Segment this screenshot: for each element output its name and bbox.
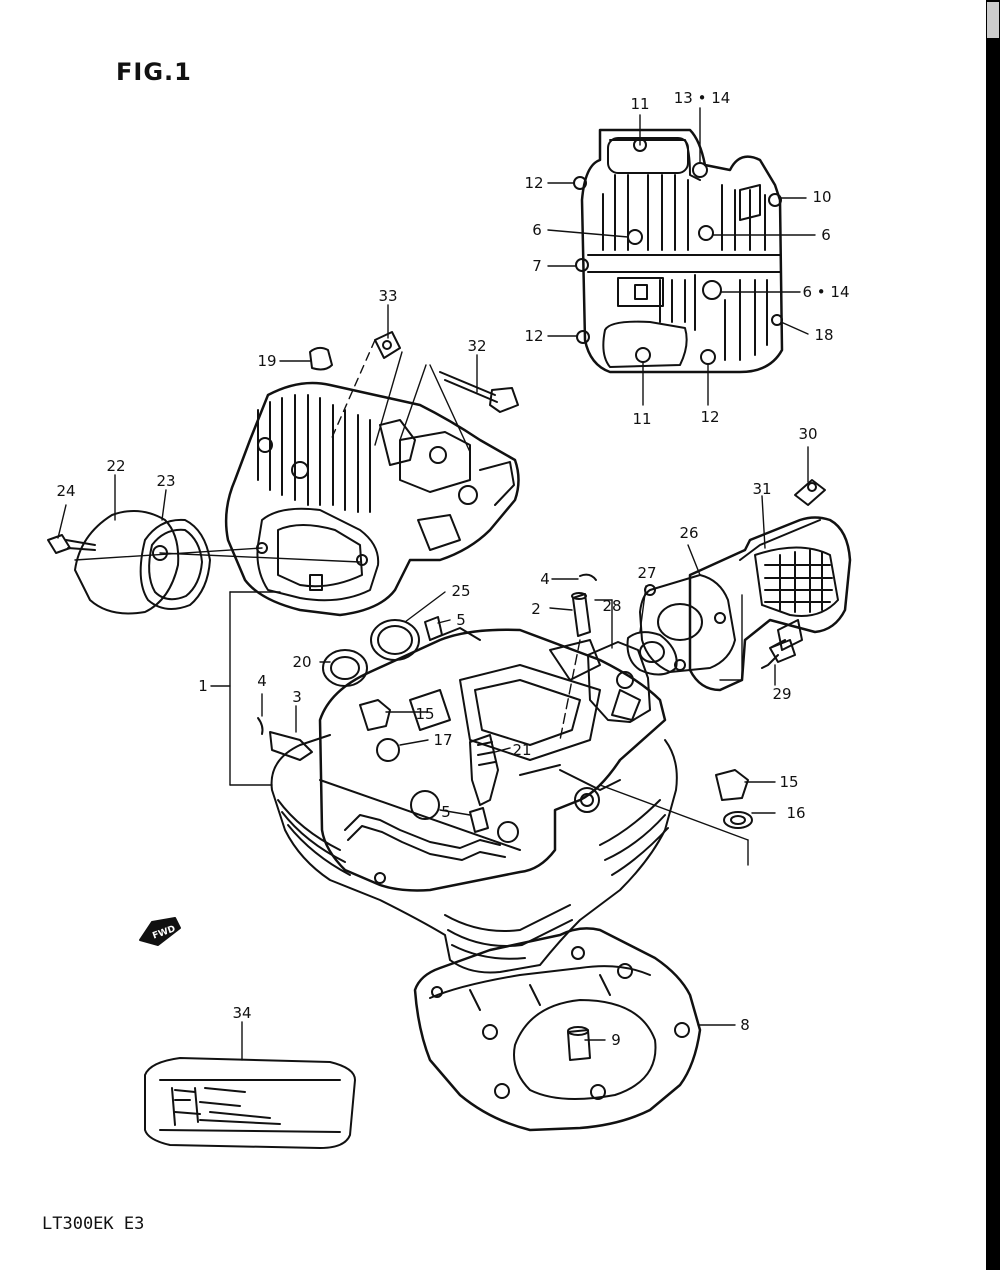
callout-13-14: 13 • 14	[673, 89, 731, 107]
small-parts	[47, 331, 753, 1149]
callout-19: 19	[257, 352, 277, 370]
callout-32: 32	[467, 337, 487, 355]
callout-6: 6	[532, 221, 542, 239]
callout-5: 5	[456, 611, 466, 629]
callout-16: 16	[786, 804, 806, 822]
callout-8: 8	[740, 1016, 750, 1034]
callout-31: 31	[752, 480, 772, 498]
cylinder-head-lower-part	[270, 627, 678, 974]
callout-9: 9	[611, 1031, 621, 1049]
head-cover-part	[573, 128, 784, 374]
callout-4: 4	[540, 570, 550, 588]
cylinder-gasket-part	[413, 927, 702, 1132]
callout-21: 21	[512, 741, 532, 759]
scan-edge-bar	[986, 0, 1000, 1270]
callout-26: 26	[679, 524, 699, 542]
callout-28: 28	[602, 597, 622, 615]
callout-27: 27	[637, 564, 657, 582]
figure-title: FIG.1	[116, 58, 192, 86]
callout-33: 33	[378, 287, 398, 305]
callout-12: 12	[524, 327, 544, 345]
callout-2: 2	[531, 600, 541, 618]
callout-6: 6	[821, 226, 831, 244]
callout-4: 4	[257, 672, 267, 690]
callout-30: 30	[798, 425, 818, 443]
callout-22: 22	[106, 457, 126, 475]
cylinder-head-part	[224, 381, 520, 617]
callout-23: 23	[156, 472, 176, 490]
callout-34: 34	[232, 1004, 252, 1022]
callout-10: 10	[812, 188, 832, 206]
callout-12: 12	[700, 408, 720, 426]
callout-1: 1	[198, 677, 208, 695]
callout-11: 11	[632, 410, 652, 428]
scan-edge-tag	[987, 2, 999, 38]
callout-29: 29	[772, 685, 792, 703]
head-cover-leaders	[547, 107, 816, 406]
intake-pipe-part	[587, 479, 852, 723]
callout-11: 11	[630, 95, 650, 113]
callout-24: 24	[56, 482, 76, 500]
callout-25: 25	[451, 582, 471, 600]
callout-6-14: 6 • 14	[802, 283, 850, 301]
callout-20: 20	[292, 653, 312, 671]
callout-3: 3	[292, 688, 302, 706]
callout-5: 5	[441, 803, 451, 821]
callout-18: 18	[814, 326, 834, 344]
forward-arrow-icon	[139, 917, 181, 946]
callout-15: 15	[779, 773, 799, 791]
leader-lines	[57, 304, 809, 1061]
callout-17: 17	[433, 731, 453, 749]
callout-12: 12	[524, 174, 544, 192]
callout-7: 7	[532, 257, 542, 275]
model-code: LT300EK E3	[42, 1214, 145, 1234]
callout-15: 15	[415, 705, 435, 723]
